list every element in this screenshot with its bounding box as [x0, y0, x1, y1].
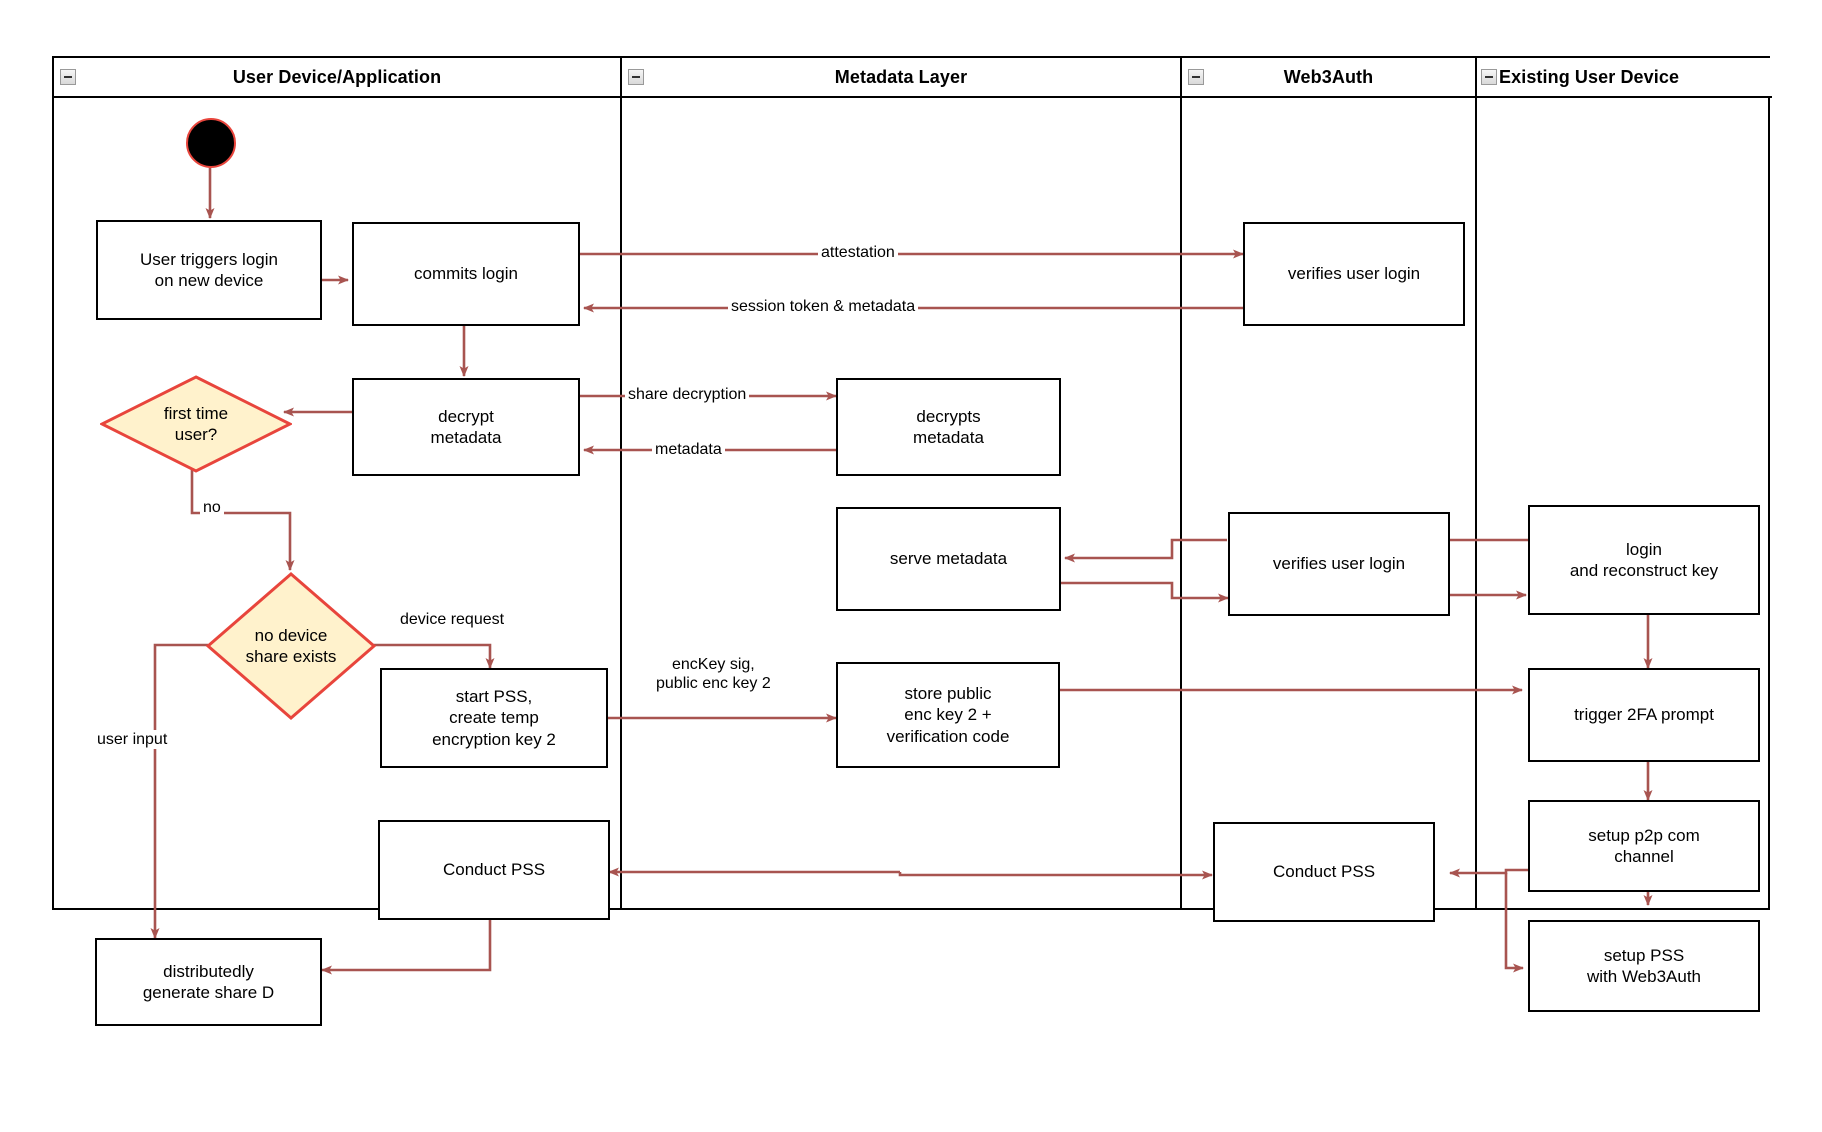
node-label-line3: encryption key 2	[432, 729, 556, 749]
node-label-line2: metadata	[430, 428, 502, 447]
node-verifies-user-login-top[interactable]: verifies user login	[1243, 222, 1465, 326]
edge-label-no: no	[200, 498, 224, 518]
edge-label-device-request: device request	[397, 610, 508, 630]
decision-first-time-user[interactable]: first time user?	[100, 375, 292, 473]
node-conduct-pss-user-device[interactable]: Conduct PSS	[378, 820, 610, 920]
node-label-line2: enc key 2 +	[904, 705, 992, 725]
lane-web3auth: Web3Auth	[1182, 58, 1477, 908]
lane-title-user-device: User Device/Application	[232, 66, 442, 87]
node-label-line1: setup p2p com	[1588, 825, 1700, 845]
node-trigger-2fa-prompt[interactable]: trigger 2FA prompt	[1528, 668, 1760, 762]
node-start-pss[interactable]: start PSS, create temp encryption key 2	[380, 668, 608, 768]
node-label-line1: Conduct PSS	[442, 860, 546, 880]
node-label-line1: verifies user login	[1287, 264, 1421, 284]
node-label-line1: setup PSS	[1603, 945, 1685, 965]
node-label-line1: serve metadata	[889, 549, 1008, 569]
lane-title-web3auth: Web3Auth	[1283, 66, 1374, 87]
node-verifies-user-login-mid[interactable]: verifies user login	[1228, 512, 1450, 616]
edge-label-user-input: user input	[94, 730, 171, 750]
lane-metadata-layer: Metadata Layer	[622, 58, 1182, 908]
lane-header-user-device[interactable]: User Device/Application	[54, 58, 620, 98]
node-label-line2: with Web3Auth	[1586, 967, 1702, 986]
swimlane-pool: User Device/Application Metadata Layer W…	[52, 56, 1772, 910]
edge-label-enckey-line2: public enc key 2	[656, 675, 771, 693]
node-serve-metadata[interactable]: serve metadata	[836, 507, 1061, 611]
node-label-line1: Conduct PSS	[1272, 862, 1376, 882]
node-commits-login[interactable]: commits login	[352, 222, 580, 326]
node-distributedly-generate-share-d[interactable]: distributedly generate share D	[95, 938, 322, 1026]
lane-user-device: User Device/Application	[54, 58, 622, 908]
collapse-icon[interactable]	[1188, 69, 1204, 85]
diamond-shape	[100, 375, 292, 473]
lane-header-metadata-layer[interactable]: Metadata Layer	[622, 58, 1180, 98]
node-login-and-reconstruct-key[interactable]: login and reconstruct key	[1528, 505, 1760, 615]
lane-existing-user-device: Existing User Device	[1477, 58, 1772, 908]
start-node	[186, 118, 236, 168]
node-conduct-pss-web3auth[interactable]: Conduct PSS	[1213, 822, 1435, 922]
edge-label-metadata: metadata	[652, 440, 725, 460]
node-setup-p2p-com-channel[interactable]: setup p2p com channel	[1528, 800, 1760, 892]
node-label-line1: verifies user login	[1272, 554, 1406, 574]
edge-label-attestation: attestation	[818, 243, 898, 263]
lane-title-metadata-layer: Metadata Layer	[834, 66, 968, 87]
edge-label-share-decryption: share decryption	[625, 385, 750, 405]
edge-label-enckey-line1: encKey sig,	[672, 656, 755, 673]
node-decrypts-metadata[interactable]: decrypts metadata	[836, 378, 1061, 476]
node-label-line1: login	[1626, 539, 1662, 559]
decision-no-device-share-exists[interactable]: no device share exists	[206, 572, 376, 720]
edge-label-session-token-metadata: session token & metadata	[728, 297, 919, 317]
edge-conduct-pss-to-generate-share-d	[321, 920, 492, 975]
node-label-line2: generate share D	[142, 983, 275, 1002]
node-setup-pss-with-web3auth[interactable]: setup PSS with Web3Auth	[1528, 920, 1760, 1012]
node-label-line2: metadata	[913, 428, 984, 447]
lane-title-existing-user-device: Existing User Device	[1499, 66, 1680, 87]
node-label-line2: on new device	[154, 271, 264, 290]
node-label-line1: User triggers login	[140, 249, 278, 269]
node-label-line3: verification code	[886, 726, 1010, 746]
node-label-line1: decrypt	[438, 406, 494, 426]
collapse-icon[interactable]	[628, 69, 644, 85]
node-label-line1: decrypts	[916, 406, 981, 426]
node-label-line2: channel	[1614, 847, 1674, 866]
node-decrypt-metadata[interactable]: decrypt metadata	[352, 378, 580, 476]
collapse-icon[interactable]	[1481, 69, 1497, 85]
node-label-line2: and reconstruct key	[1569, 561, 1719, 580]
node-label-line1: distributedly	[163, 961, 254, 981]
lane-header-web3auth[interactable]: Web3Auth	[1182, 58, 1475, 98]
node-store-public-enc-key[interactable]: store public enc key 2 + verification co…	[836, 662, 1060, 768]
node-label-line1: store public	[904, 684, 992, 704]
edge-label-enckey-sig: encKey sig, public enc key 2	[653, 655, 774, 694]
node-label-line1: trigger 2FA prompt	[1574, 705, 1714, 725]
node-label-line1: start PSS,	[455, 687, 533, 707]
node-user-triggers-login[interactable]: User triggers login on new device	[96, 220, 322, 320]
node-label-line2: create temp	[449, 708, 539, 728]
diamond-shape	[206, 572, 376, 720]
node-label-line1: commits login	[414, 264, 518, 284]
collapse-icon[interactable]	[60, 69, 76, 85]
lane-header-existing-user-device[interactable]: Existing User Device	[1477, 58, 1772, 98]
